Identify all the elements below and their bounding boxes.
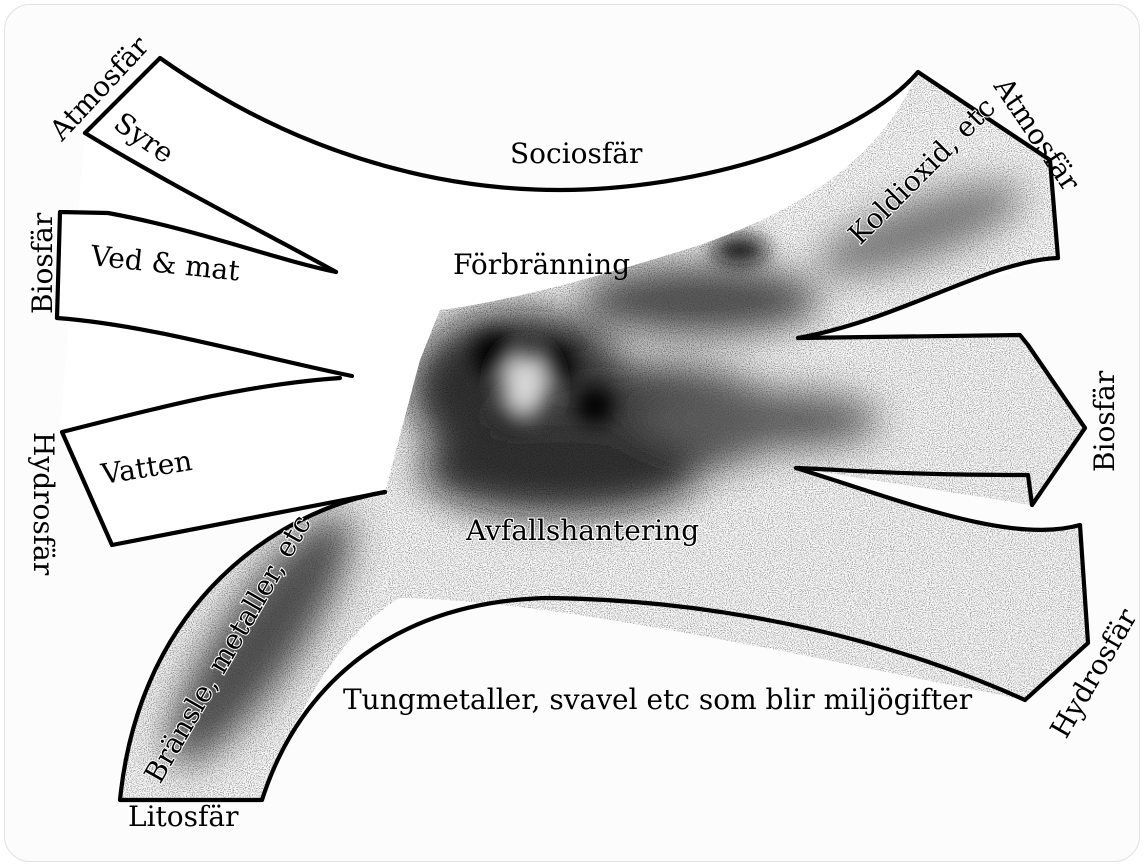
biosfar-out-label: Biosfär (1088, 370, 1121, 472)
sociosfar-label: Sociosfär (510, 137, 643, 170)
avfall-label: Avfallshantering (465, 514, 699, 547)
hydrosfar-in-label: Hydrosfär (27, 432, 60, 576)
biosfar-in-label: Biosfär (26, 212, 59, 314)
litosfar-label: Litosfär (128, 800, 239, 833)
forbranning-label: Förbränning (453, 248, 630, 281)
tungmetaller-label: Tungmetaller, svavel etc som blir miljög… (343, 683, 973, 716)
